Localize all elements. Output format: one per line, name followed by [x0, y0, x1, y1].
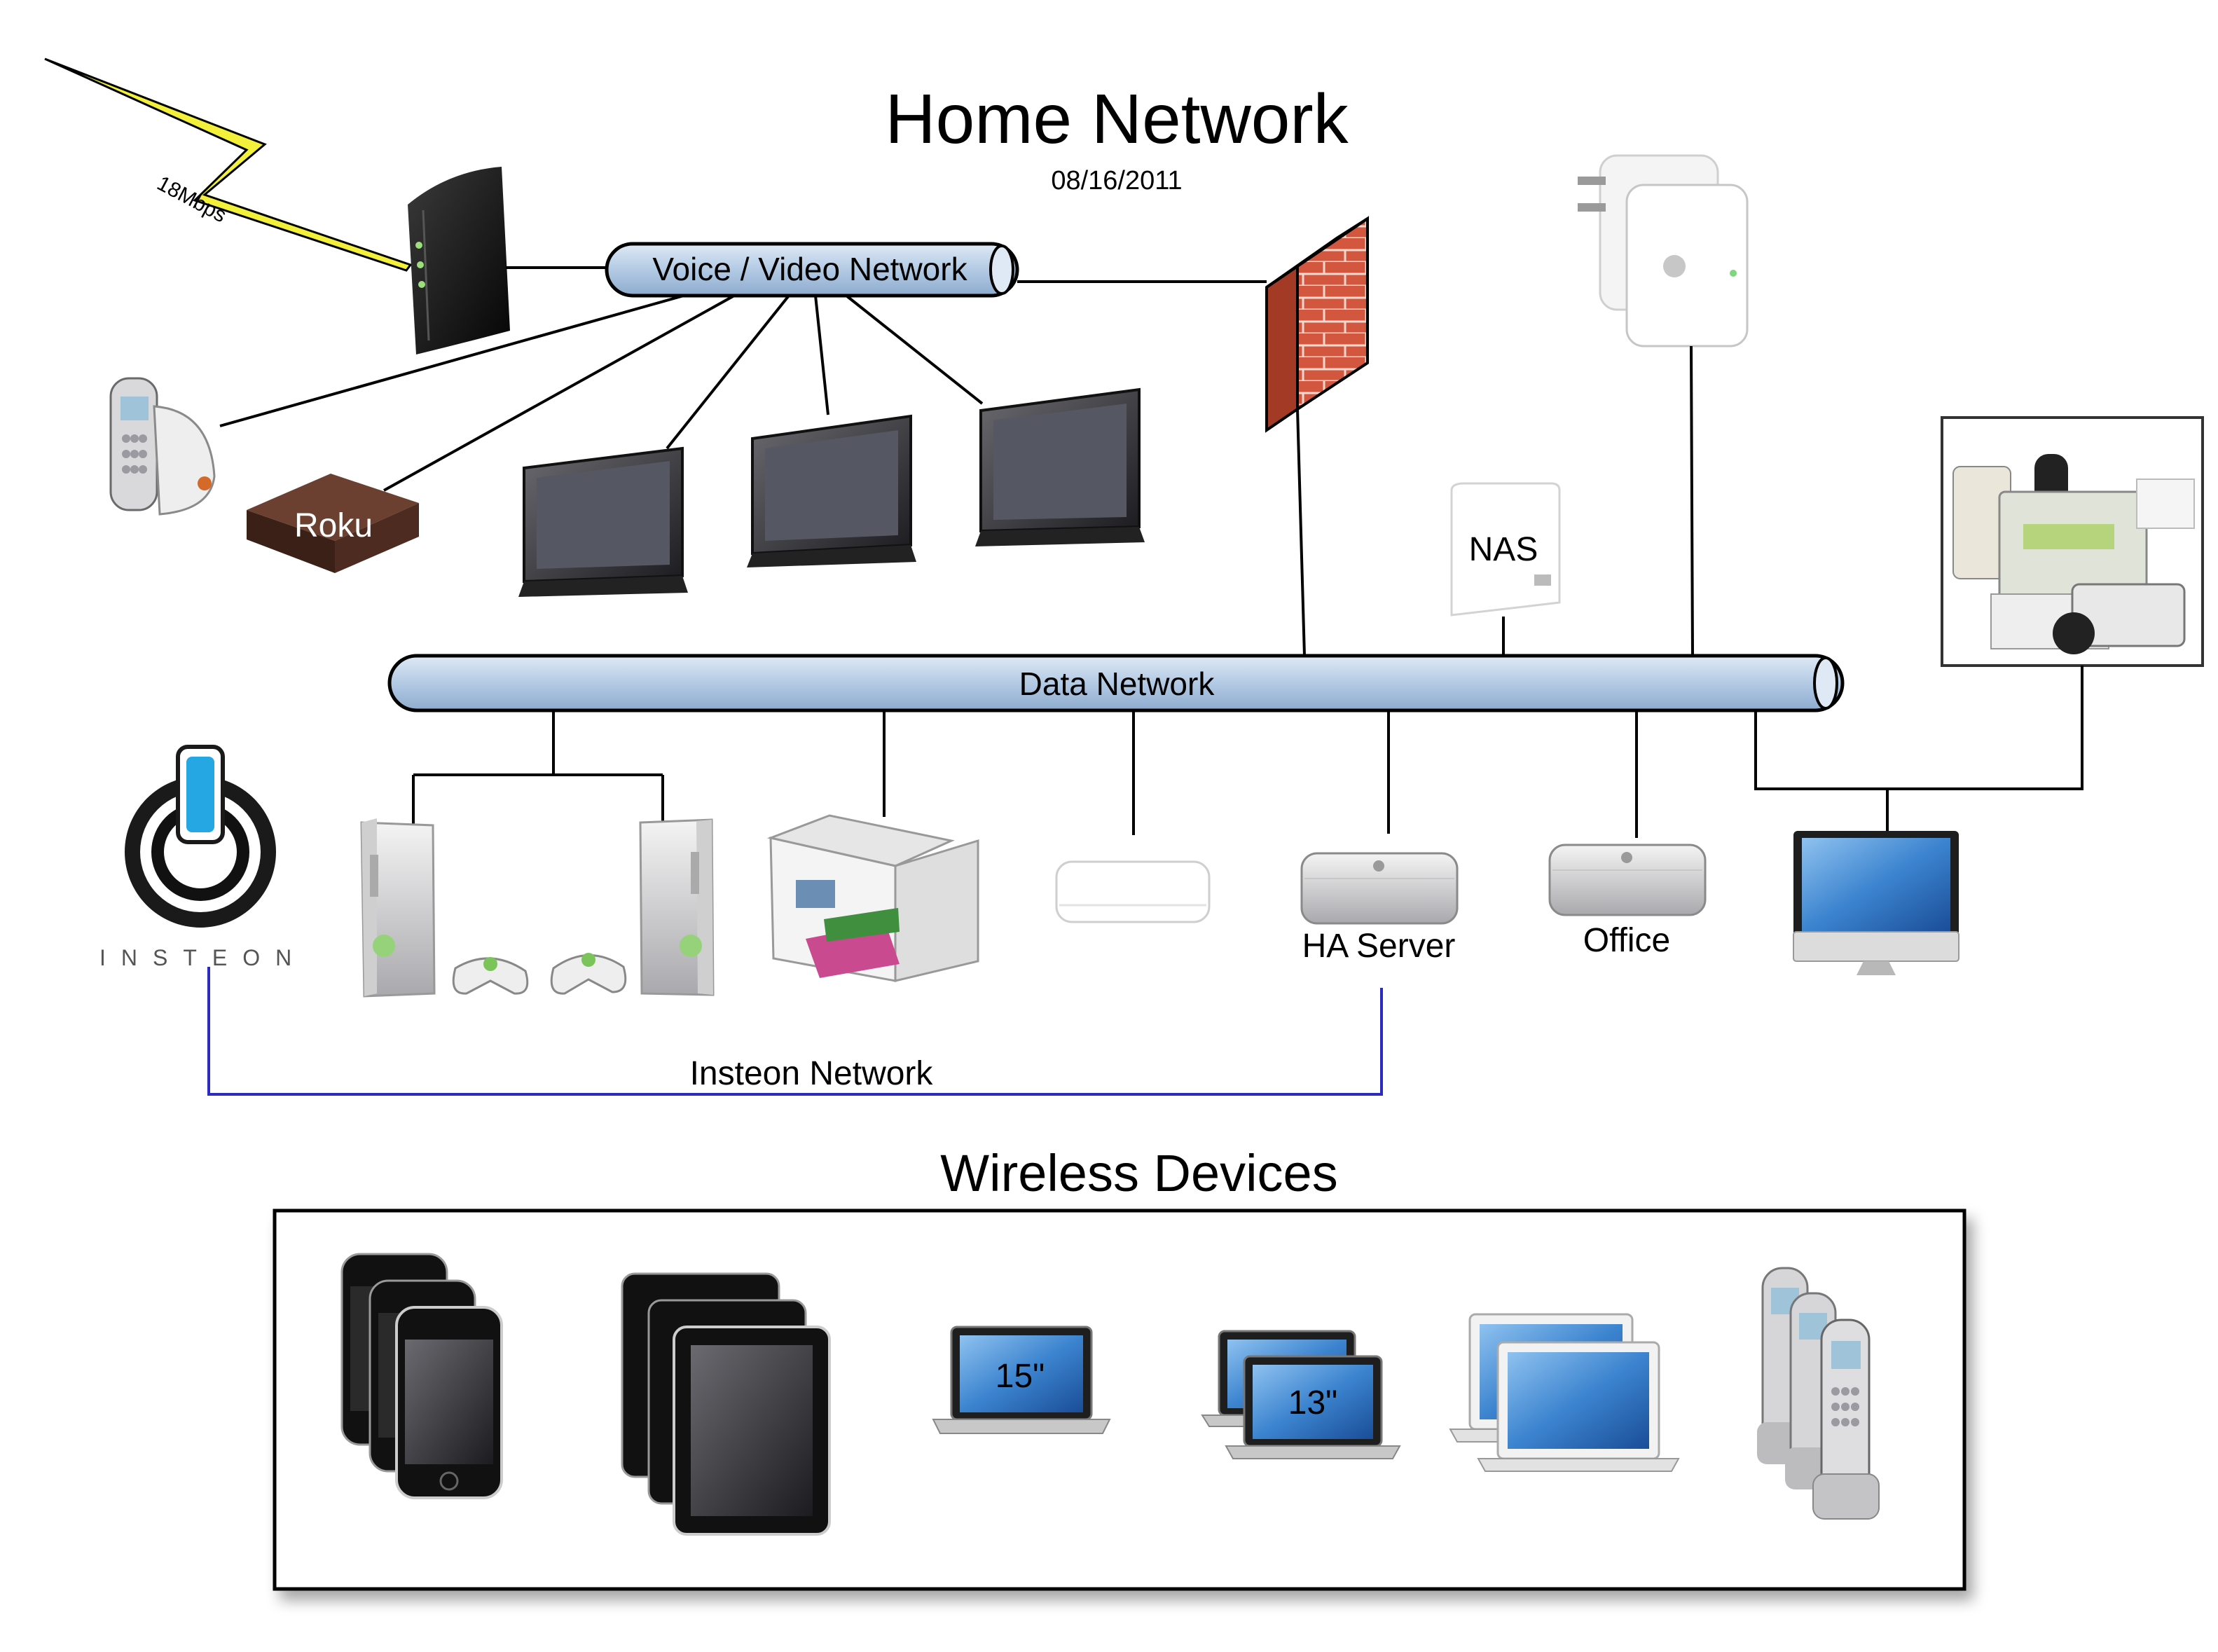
wireless-devices-panel — [273, 1209, 1966, 1591]
mac-mini-icon — [1548, 844, 1707, 916]
xbox-icon — [360, 818, 436, 998]
roku-label: Roku — [294, 507, 373, 544]
tv-icon — [747, 414, 916, 567]
cable-modem-icon — [408, 167, 510, 355]
insteon-logo-icon — [125, 745, 276, 928]
wireless-devices-title: Wireless Devices — [940, 1144, 1337, 1202]
controller-icon — [550, 953, 627, 995]
firewall-icon — [1265, 216, 1369, 433]
cordless-phone-icon — [1812, 1319, 1880, 1520]
imac-icon — [1793, 831, 1959, 975]
airport-express-icon — [1578, 154, 1749, 347]
data-network-bus — [387, 654, 1845, 713]
ha-server-label: HA Server — [1302, 928, 1456, 965]
page-title: Home Network — [885, 80, 1349, 158]
airport-extreme-icon — [1055, 860, 1211, 923]
insteon-brand-label: INSTEON — [99, 945, 307, 970]
controller-icon — [452, 957, 529, 995]
xbox-icon — [639, 818, 715, 996]
cordless-phone-icon — [109, 377, 216, 516]
ipad-icon — [673, 1326, 831, 1536]
security-system-icon — [1941, 416, 2204, 667]
printer-icon — [766, 814, 979, 982]
macbook-pro-icon — [932, 1326, 1111, 1434]
macbook-pro-icon — [1225, 1355, 1401, 1459]
roku-box-icon — [247, 474, 419, 573]
insteon-network-label: Insteon Network — [690, 1055, 934, 1092]
iphone-icon — [395, 1306, 503, 1499]
data-network-label: Data Network — [1019, 666, 1215, 702]
tv-icon — [975, 387, 1145, 546]
laptop-13-label: 13" — [1288, 1384, 1337, 1422]
voice-video-network-label: Voice / Video Network — [652, 251, 967, 287]
lightning-bolt-icon — [44, 57, 413, 272]
mac-mini-icon — [1300, 852, 1459, 925]
nas-icon — [1450, 482, 1561, 617]
diagram-date: 08/16/2011 — [1051, 166, 1182, 195]
voice-video-network-bus — [605, 242, 1019, 298]
nas-label: NAS — [1469, 531, 1538, 568]
laptop-15-label: 15" — [996, 1358, 1045, 1395]
tv-icon — [518, 446, 688, 597]
macbook-icon — [1477, 1341, 1680, 1472]
office-label: Office — [1583, 922, 1671, 959]
